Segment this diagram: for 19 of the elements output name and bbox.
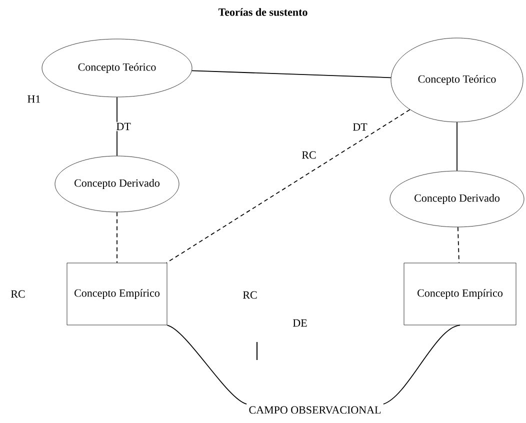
edge-label: DT <box>115 122 132 132</box>
concept-box: Concepto Empírico <box>404 262 516 326</box>
connector-line <box>166 109 410 264</box>
title: Teorías de sustento <box>218 8 308 16</box>
connector-line <box>116 212 118 264</box>
connector-line <box>457 226 460 264</box>
annotation-label: H1 <box>28 95 40 103</box>
connector-line <box>383 324 460 405</box>
annotation-label: RC <box>302 151 316 159</box>
connector-line <box>191 70 392 78</box>
annotation-label: RC <box>10 290 25 298</box>
connector-line <box>166 324 248 405</box>
concept-box: Concepto Empírico <box>66 262 168 326</box>
annotation-label: DT <box>353 123 368 131</box>
connector-line <box>116 96 118 156</box>
connector-line <box>456 122 458 172</box>
field-label: CAMPO OBSERVACIONAL <box>249 406 381 414</box>
annotation-label: DE <box>293 319 307 327</box>
annotation-label: RC <box>242 291 257 299</box>
